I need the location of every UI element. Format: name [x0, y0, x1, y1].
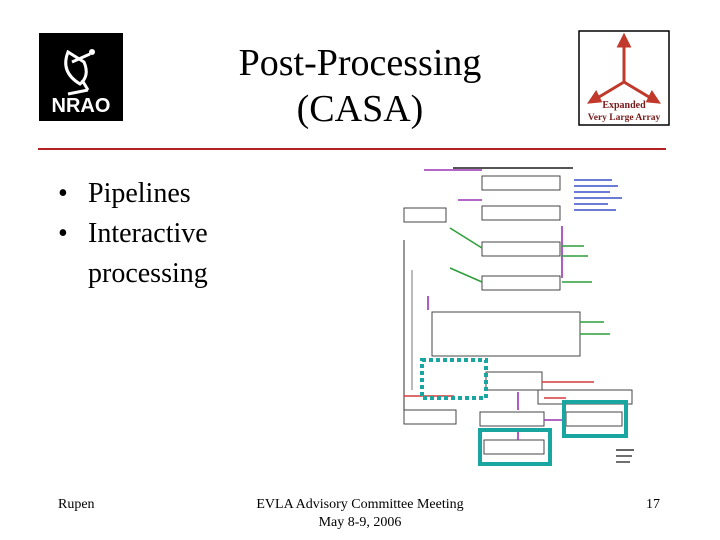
bullet-item: • Pipelines	[58, 174, 208, 214]
footer-meeting-date: May 8-9, 2006	[318, 515, 402, 530]
data-flow-diagram-icon	[398, 160, 642, 468]
footer-meeting: EVLA Advisory Committee Meeting May 8-9,…	[220, 496, 500, 532]
bullet-item: • Interactive processing	[58, 214, 208, 294]
evla-logo-line1: Expanded	[602, 100, 646, 111]
slide-title: Post-Processing (CASA)	[200, 40, 520, 132]
footer-meeting-title: EVLA Advisory Committee Meeting	[256, 497, 464, 512]
bullet-glyph: •	[58, 178, 68, 209]
bullet-continuation: processing	[88, 258, 208, 289]
bullet-text: Pipelines	[88, 178, 191, 209]
title-line-1: Post-Processing	[238, 42, 482, 84]
bullet-glyph: •	[58, 218, 68, 249]
page-number: 17	[646, 497, 660, 512]
bullet-text: Interactive	[88, 218, 208, 249]
svg-text:NRAO: NRAO	[52, 95, 111, 117]
title-line-2: (CASA)	[296, 88, 424, 130]
evla-logo-icon: Expanded Very Large Array	[578, 30, 670, 126]
footer-author: Rupen	[58, 497, 95, 512]
title-divider	[38, 148, 666, 150]
bullet-list: • Pipelines • Interactive processing	[58, 174, 208, 294]
evla-logo-line2: Very Large Array	[588, 113, 661, 123]
nrao-logo-icon: NRAO	[38, 32, 124, 122]
